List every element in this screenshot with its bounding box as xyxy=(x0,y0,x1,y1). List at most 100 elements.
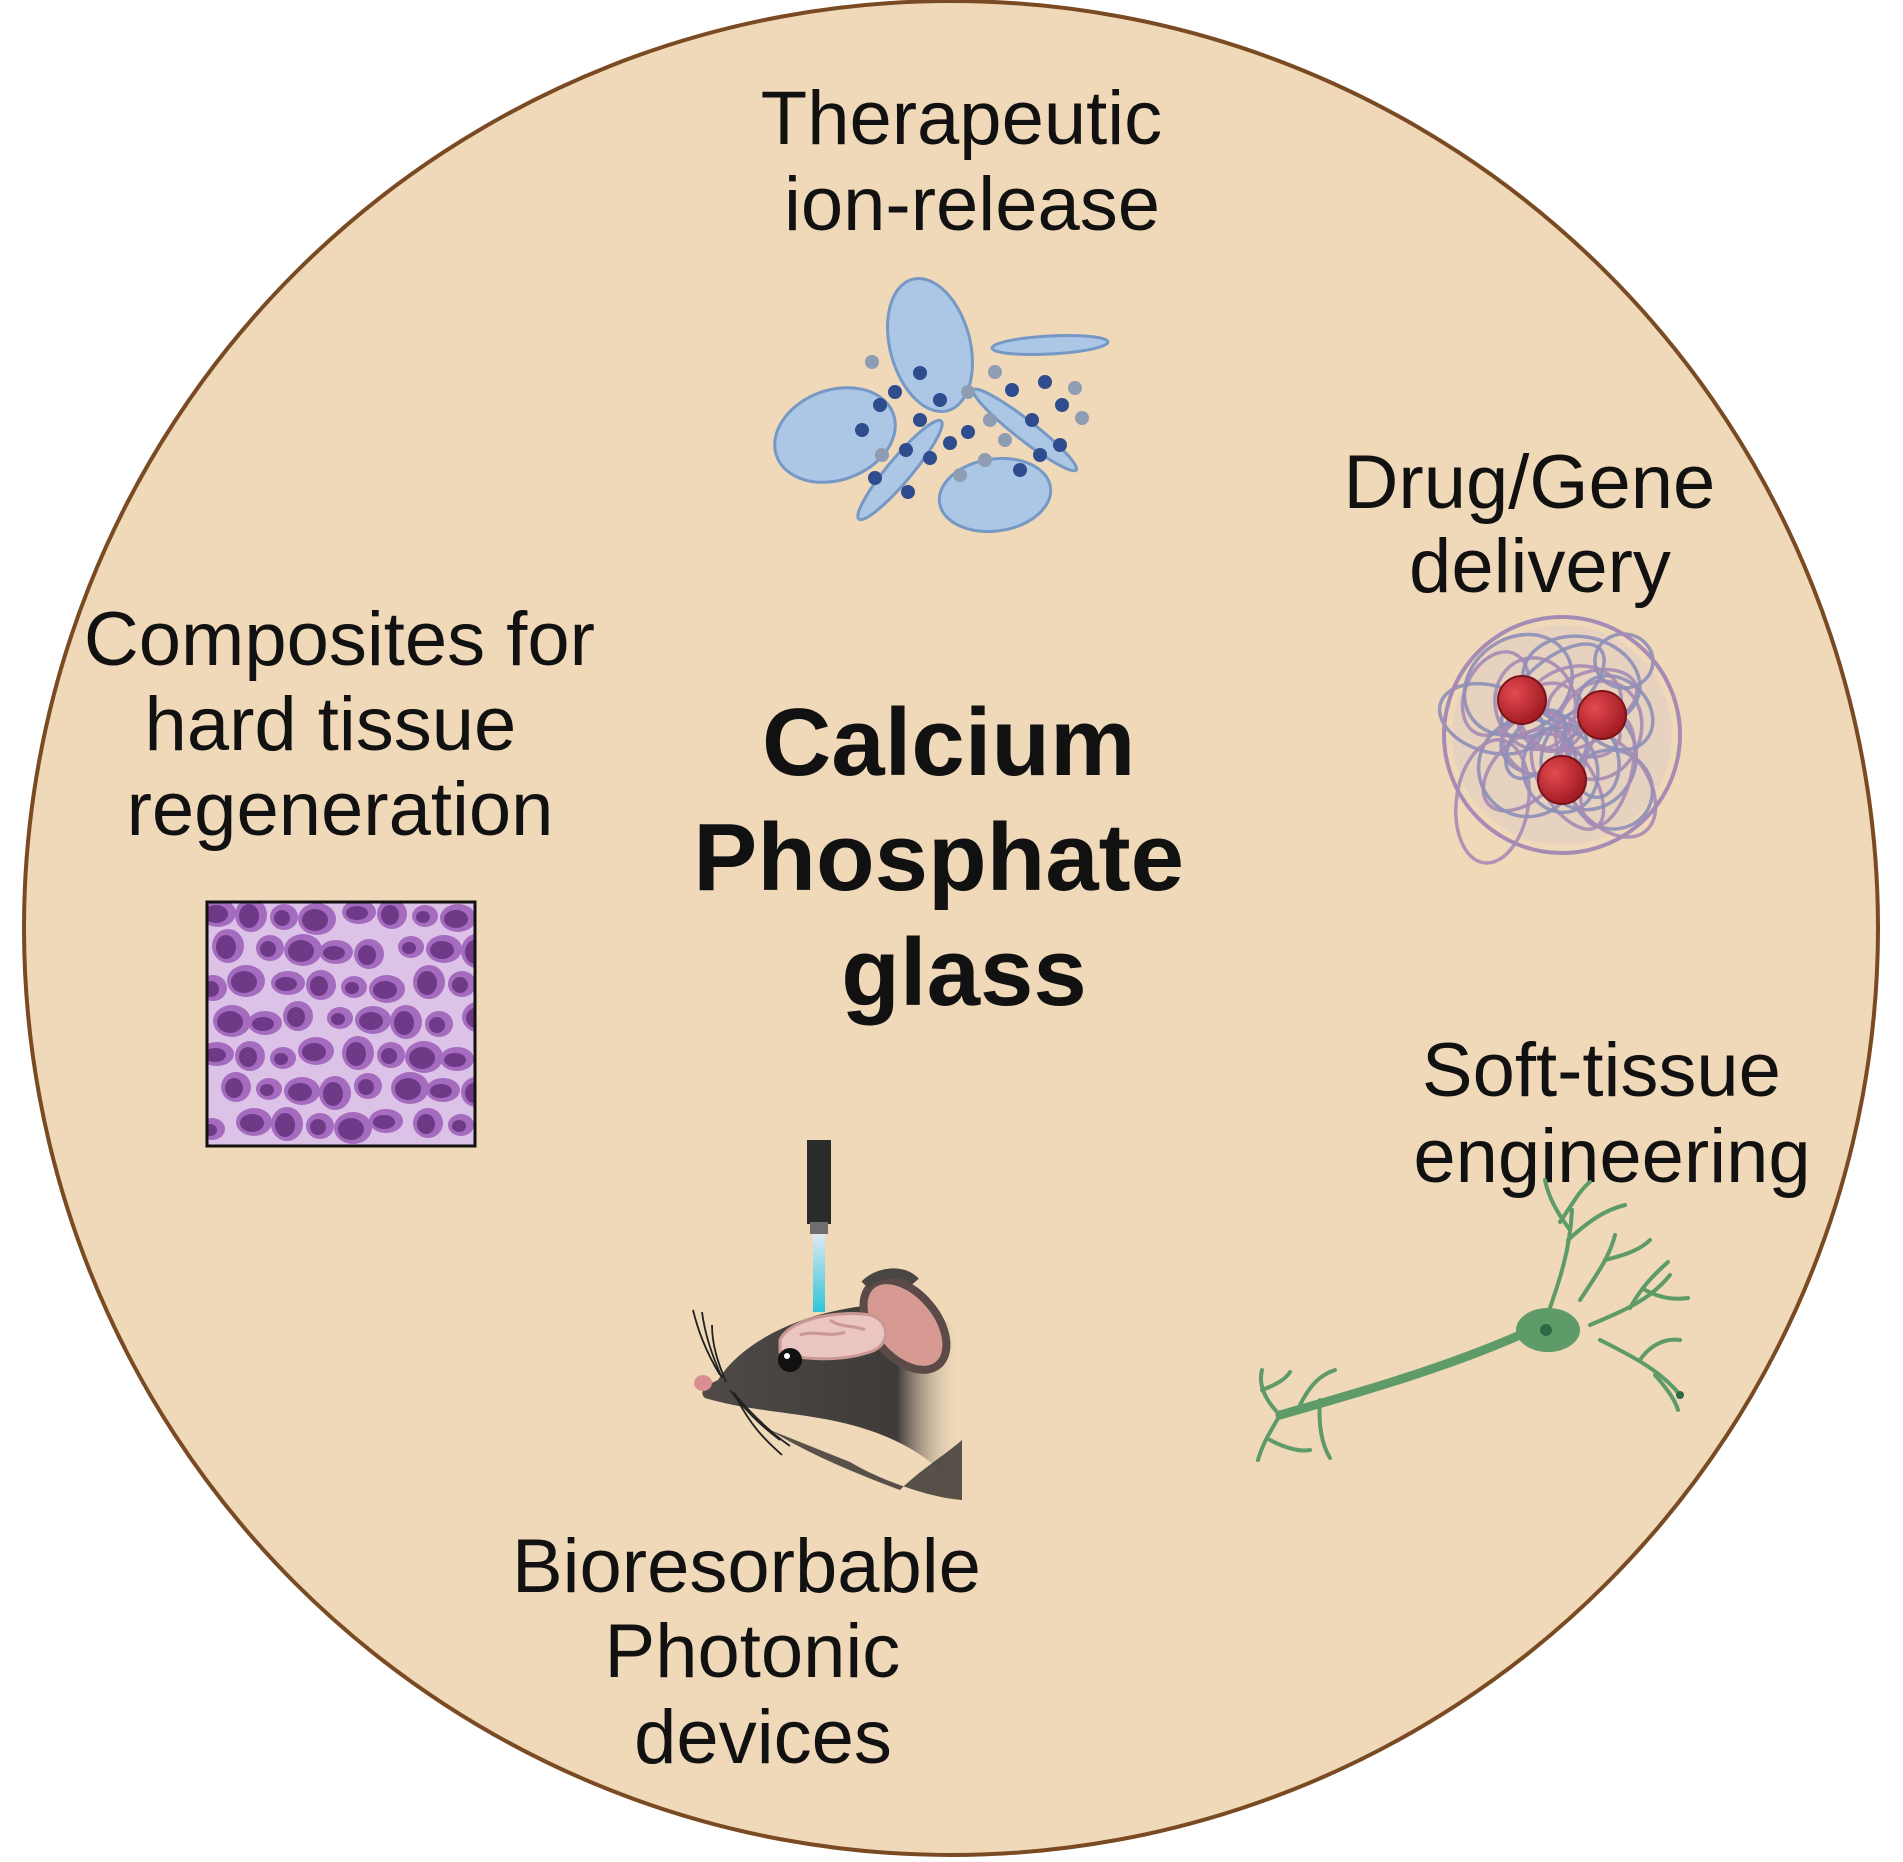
tissue-pore xyxy=(430,941,454,959)
center-title-line: glass xyxy=(841,919,1086,1026)
mouse-cheek xyxy=(770,1430,962,1500)
tissue-border xyxy=(205,900,477,1148)
tissue-pore xyxy=(430,1084,452,1098)
ion-dot xyxy=(901,485,915,499)
tissue-pore xyxy=(207,1124,217,1136)
carrier-outline xyxy=(1442,615,1682,855)
tissue-pore xyxy=(417,971,437,995)
mouse-eye xyxy=(778,1348,802,1372)
label-line: devices xyxy=(634,1695,892,1780)
polymer-strand xyxy=(1521,634,1642,730)
center-title-line: Phosphate xyxy=(693,804,1184,911)
tissue-pore xyxy=(217,1011,243,1033)
tissue-pore xyxy=(323,1082,343,1106)
tissue-pore xyxy=(252,1017,274,1031)
neuron-dendrite xyxy=(1256,1413,1282,1462)
ion-release-label: Therapeutic ion-release xyxy=(761,76,1183,247)
label-line: Photonic xyxy=(605,1609,901,1694)
center-title-line: Calcium xyxy=(762,689,1135,796)
tissue-pore xyxy=(346,906,368,920)
label-line: regeneration xyxy=(127,767,554,852)
ion-dot xyxy=(1025,413,1039,427)
neuron-icon xyxy=(1256,1178,1690,1462)
ion-dot xyxy=(1013,463,1027,477)
fiber-ferrule xyxy=(807,1140,831,1224)
ion-dot xyxy=(988,365,1002,379)
hard-tissue-label: Composites for hard tissue regeneration xyxy=(84,597,616,852)
neuron-dendrite xyxy=(1653,1373,1680,1412)
tissue-pore xyxy=(358,945,376,965)
tissue-pore xyxy=(417,1114,435,1134)
tissue-pore xyxy=(429,1017,445,1033)
tissue-pore xyxy=(444,1053,466,1067)
photonic-label: Bioresorbable Photonic devices xyxy=(512,1524,1002,1780)
label-line: Drug/Gene xyxy=(1344,440,1716,525)
label-line: ion-release xyxy=(784,162,1160,247)
tissue-pore xyxy=(260,941,276,957)
mouse-whiskers xyxy=(692,1309,791,1456)
tissue-pore xyxy=(239,1047,257,1067)
tissue-pore xyxy=(207,1048,226,1062)
glass-fragment xyxy=(886,277,974,413)
neuron-dendrite xyxy=(1268,1438,1312,1453)
soft-tissue-label: Soft-tissue engineering xyxy=(1413,1028,1810,1199)
bone-tissue-icon xyxy=(205,900,477,1148)
tissue-pore xyxy=(402,942,416,954)
glass-fragments-ions-icon xyxy=(773,277,1110,533)
background-circle xyxy=(22,0,1880,1857)
tissue-pore xyxy=(239,904,259,928)
label-line: Composites for xyxy=(84,597,595,682)
ion-dot xyxy=(1033,448,1047,462)
tissue-pore xyxy=(302,1043,326,1061)
tissue-pore xyxy=(207,981,219,997)
tissue-pore xyxy=(409,1047,435,1069)
ion-dot xyxy=(913,413,927,427)
tissue-pore xyxy=(452,1120,466,1132)
neuron-dendrite xyxy=(1603,1238,1652,1262)
neuron-nucleus xyxy=(1540,1324,1552,1336)
neuron-dendrite xyxy=(1298,1368,1337,1407)
tissue-pore xyxy=(231,971,257,993)
soft-tissue-section: Soft-tissue engineering xyxy=(1256,1028,1811,1462)
hard-tissue-section: Composites for hard tissue regeneration xyxy=(84,597,616,1148)
neuron-dendrite xyxy=(1628,1260,1670,1310)
photonic-section: Bioresorbable Photonic devices xyxy=(512,1140,1002,1780)
neuron-dendrite xyxy=(1317,1398,1332,1460)
ion-dot xyxy=(899,443,913,457)
neuron-dendrite xyxy=(1598,1338,1682,1397)
ion-dot xyxy=(983,413,997,427)
tissue-pore xyxy=(216,935,236,959)
ion-dot xyxy=(1005,383,1019,397)
tissue-cells xyxy=(207,902,475,1144)
neuron-dendrite xyxy=(1566,1203,1627,1242)
tissue-pore xyxy=(310,976,328,996)
ion-dot xyxy=(873,398,887,412)
label-line: Therapeutic xyxy=(761,76,1162,161)
tissue-pore xyxy=(381,1048,397,1064)
ion-dot xyxy=(923,451,937,465)
ion-dot xyxy=(961,425,975,439)
drug-delivery-section: Drug/Gene delivery xyxy=(1344,440,1716,865)
polymer-strand xyxy=(1454,738,1531,865)
tissue-pore xyxy=(373,1115,395,1129)
tissue-pore xyxy=(260,1084,274,1096)
tissue-pore xyxy=(394,1011,414,1035)
ion-dot xyxy=(933,393,947,407)
glass-fragment xyxy=(856,418,944,522)
neuron-dendrite xyxy=(1543,1178,1572,1232)
tissue-pore xyxy=(288,940,314,962)
label-line: Soft-tissue xyxy=(1422,1028,1781,1113)
nanoparticle-carrier-icon xyxy=(1437,615,1682,865)
tissue-pore xyxy=(444,910,468,928)
tissue-pore xyxy=(358,1079,374,1095)
label-line: hard tissue xyxy=(145,682,517,767)
brain-folds xyxy=(799,1318,866,1337)
mouse-nose xyxy=(694,1375,712,1391)
tissue-pore xyxy=(225,1078,243,1098)
mouse-optical-fiber-icon xyxy=(692,1140,962,1500)
ion-dot xyxy=(1055,398,1069,412)
neuron-dendrite xyxy=(1588,1273,1672,1327)
ion-dot xyxy=(888,385,902,399)
neuron-dendrite xyxy=(1558,1180,1592,1224)
